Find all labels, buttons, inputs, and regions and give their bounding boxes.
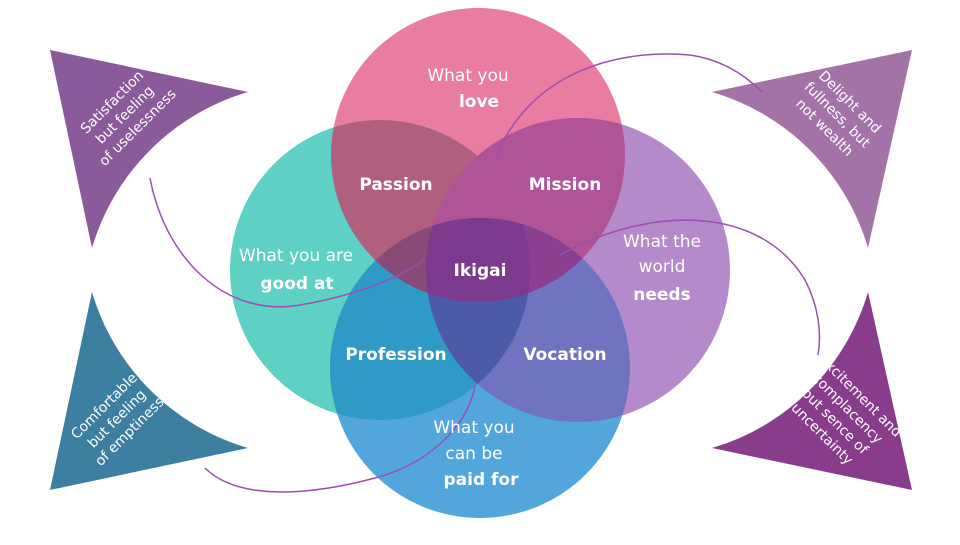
svg-text:What you: What you	[433, 418, 514, 438]
label-paid-for: What you can be paid for	[433, 418, 519, 490]
label-world-needs: What the world needs	[623, 232, 701, 305]
label-good-at: What you are good at	[239, 246, 353, 294]
connector-bottom-left	[204, 384, 476, 493]
connector-arcs	[149, 53, 821, 493]
label-profession: Profession	[345, 345, 446, 365]
wedge-top-right	[712, 50, 912, 248]
wedge-bottom-left	[50, 292, 248, 490]
label-vocation: Vocation	[523, 345, 606, 365]
svg-text:good at: good at	[260, 274, 333, 294]
svg-text:What you are: What you are	[239, 246, 353, 266]
svg-text:What the: What the	[623, 232, 701, 252]
wedge-bottom-right	[712, 292, 912, 490]
label-ikigai: Ikigai	[454, 261, 507, 281]
label-love: What you love	[427, 66, 508, 112]
svg-text:What you: What you	[427, 66, 508, 86]
svg-text:world: world	[639, 257, 686, 277]
label-mission: Mission	[529, 175, 602, 195]
connector-top-left	[149, 177, 426, 308]
label-passion: Passion	[359, 175, 432, 195]
svg-text:needs: needs	[633, 285, 690, 305]
wedge-top-left	[50, 50, 248, 248]
overlap-good-paid-world	[426, 218, 530, 420]
connector-top-right	[494, 53, 763, 161]
svg-text:paid for: paid for	[443, 470, 519, 490]
svg-text:can be: can be	[445, 444, 502, 464]
connector-bottom-right	[559, 219, 821, 356]
svg-text:love: love	[459, 92, 499, 112]
